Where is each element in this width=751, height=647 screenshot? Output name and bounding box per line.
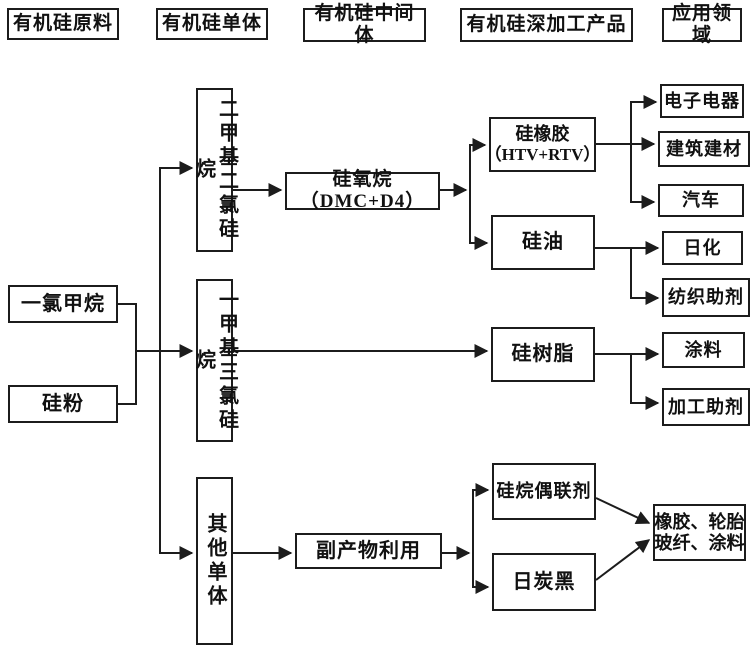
header-raw-materials: 有机硅原料 bbox=[7, 8, 119, 40]
node-label-line1: 橡胶、轮胎 bbox=[654, 511, 745, 532]
node-other-monomers: 其他单体 bbox=[196, 477, 233, 645]
node-automobile: 汽车 bbox=[658, 184, 744, 217]
node-silicone-rubber: 硅橡胶 （HTV+RTV） bbox=[485, 117, 600, 172]
node-daily-chemicals: 日化 bbox=[662, 231, 743, 265]
node-label-line1: 硅橡胶 bbox=[515, 124, 570, 145]
node-electronics: 电子电器 bbox=[660, 84, 744, 118]
node-construction-materials: 建筑建材 bbox=[658, 131, 750, 167]
node-carbon-black: 日炭黑 bbox=[492, 553, 596, 611]
node-textile-auxiliaries: 纺织助剂 bbox=[662, 278, 750, 317]
node-label-line2: 玻纤、涂料 bbox=[654, 532, 745, 553]
node-siloxane-dmc-d4: 硅氧烷（DMC+D4） bbox=[285, 169, 440, 212]
header-intermediates: 有机硅中间体 bbox=[303, 3, 426, 46]
node-byproduct-utilization: 副产物利用 bbox=[295, 533, 442, 569]
node-methyl-chloride: 一氯甲烷 bbox=[8, 285, 118, 323]
node-silane-coupling-agent: 硅烷偶联剂 bbox=[492, 463, 596, 520]
node-label-line2: （HTV+RTV） bbox=[484, 145, 601, 165]
node-label: 二甲基二氯硅烷 bbox=[192, 98, 238, 242]
node-label: 一甲基三氯硅烷 bbox=[192, 288, 238, 433]
node-label: 其他单体 bbox=[204, 513, 226, 609]
node-silicone-resin: 硅树脂 bbox=[491, 327, 595, 382]
node-coatings: 涂料 bbox=[662, 332, 745, 368]
node-silicon-powder: 硅粉 bbox=[8, 385, 118, 423]
node-dimethyldichlorosilane: 二甲基二氯硅烷 bbox=[193, 88, 238, 252]
node-silicone-oil: 硅油 bbox=[491, 215, 595, 270]
header-monomers: 有机硅单体 bbox=[156, 8, 268, 40]
node-rubber-tire-glassfiber-coating: 橡胶、轮胎 玻纤、涂料 bbox=[653, 504, 746, 561]
header-application-fields: 应用领域 bbox=[662, 3, 742, 46]
header-deep-processed-products: 有机硅深加工产品 bbox=[460, 8, 633, 42]
node-processing-aids: 加工助剂 bbox=[662, 388, 750, 426]
node-methyltrichlorosilane: 一甲基三氯硅烷 bbox=[193, 279, 238, 442]
